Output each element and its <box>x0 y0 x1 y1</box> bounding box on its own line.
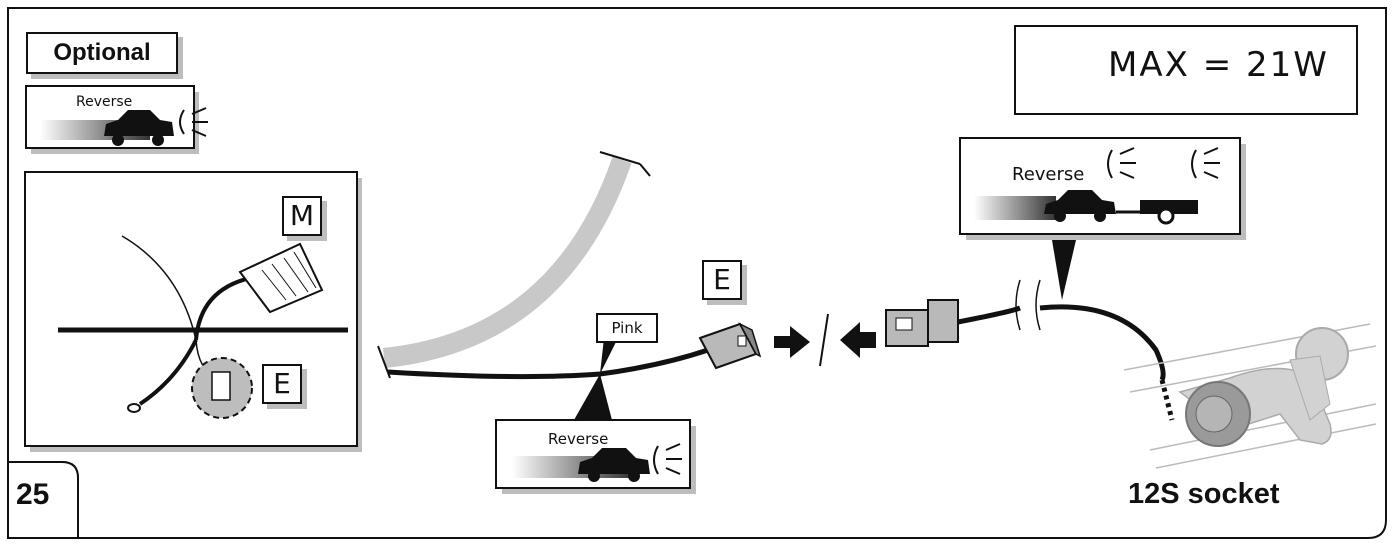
max-power-warning: MAX = 21W <box>1014 25 1358 115</box>
female-connector-icon <box>885 299 959 347</box>
light-icon <box>179 107 208 137</box>
inset-panel <box>24 171 362 452</box>
pink-wire <box>387 347 709 380</box>
reverse-text-vehicle: Reverse <box>548 430 609 448</box>
car-icon <box>40 110 174 146</box>
vehicle-harness-pipe <box>382 156 632 368</box>
trailer-pointer <box>1052 240 1076 300</box>
label-e-inset: E <box>262 364 302 404</box>
male-connector-icon <box>698 322 762 370</box>
vehicle-reverse-panel <box>495 419 696 494</box>
max-power-text: MAX = 21W <box>1108 45 1329 85</box>
trailer-wire <box>957 305 1021 325</box>
reverse-pointer <box>574 374 612 420</box>
arrow-left-icon <box>840 322 876 358</box>
multi-pin-connector-icon <box>238 242 324 314</box>
optional-label: Optional <box>26 32 178 74</box>
cut-marker <box>819 313 829 367</box>
arrow-right-icon <box>774 326 810 358</box>
towbar-socket-icon <box>1123 323 1377 469</box>
label-m: M <box>282 196 322 236</box>
optional-reverse-panel <box>25 85 208 154</box>
step-number-box <box>7 461 79 539</box>
label-e-connector: E <box>702 260 742 300</box>
pink-wire-label: Pink <box>596 313 658 343</box>
step-number: 25 <box>16 478 50 511</box>
reverse-text-optional: Reverse <box>76 94 133 110</box>
reverse-text-trailer: Reverse <box>1012 164 1085 185</box>
trailer-reverse-panel <box>959 137 1246 240</box>
socket-label: 12S socket <box>1128 478 1280 510</box>
pink-pointer <box>600 338 618 374</box>
